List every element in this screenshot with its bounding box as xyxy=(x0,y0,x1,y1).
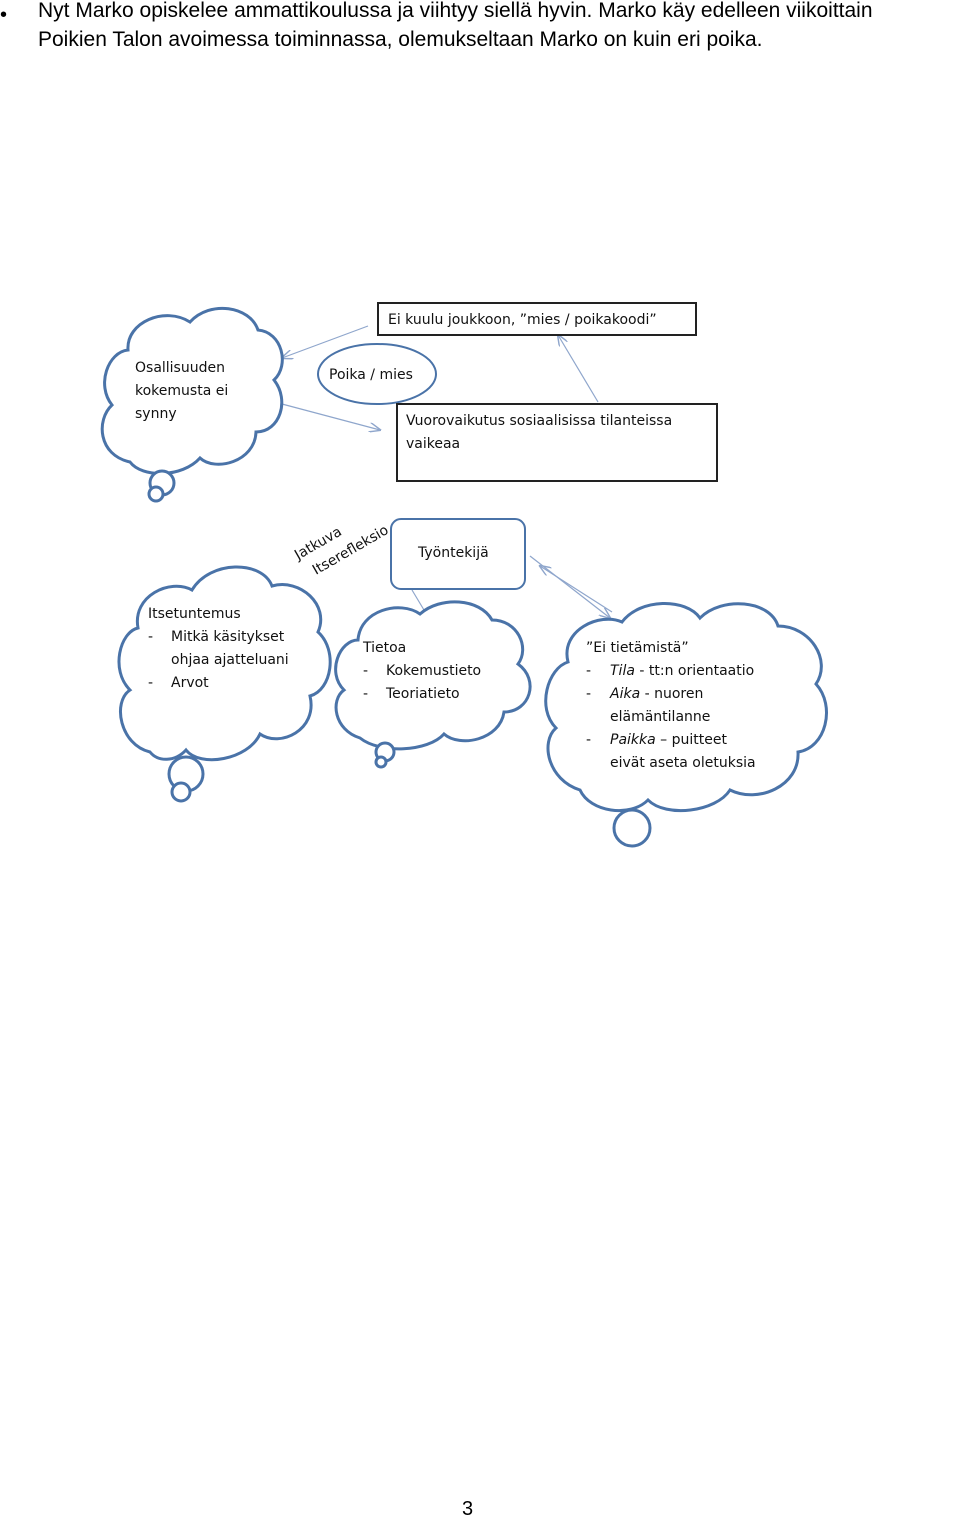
cloud-osallisuus: Osallisuuden kokemusta ei synny xyxy=(100,306,284,503)
tietoa-item-2: Teoriatieto xyxy=(385,686,460,702)
tietoa-dash-2: - xyxy=(363,686,368,702)
top-box xyxy=(377,302,697,336)
ei-tietamista-dash-2: - xyxy=(586,686,591,702)
ei-tietamista-item-3: Paikka – puitteet xyxy=(610,732,727,748)
arrow-vuorovaikutus-to-topbox xyxy=(558,335,599,403)
ei-tietamista-title: ”Ei tietämistä” xyxy=(586,640,689,656)
aika-rest: - nuoren xyxy=(640,686,703,702)
paikka-rest: – puitteet xyxy=(656,732,728,748)
arrow-eitietamista-to-tyontekija xyxy=(540,566,613,613)
arrow-osallisuus-to-vuorovaikutus xyxy=(281,403,380,430)
ei-tietamista-dash-1: - xyxy=(586,663,591,679)
arrows xyxy=(281,325,613,620)
poika-mies-text: Poika / mies xyxy=(329,367,413,383)
itsetuntemus-item-1b: ohjaa ajatteluani xyxy=(171,652,289,668)
tyontekija-text: Työntekijä xyxy=(417,545,489,561)
tietoa-title: Tietoa xyxy=(362,640,406,656)
itsetuntemus-dash-2: - xyxy=(148,675,153,691)
cloud-ei-tietamista: ”Ei tietämistä” - Tila - tt:n orientaati… xyxy=(544,602,828,848)
paikka-label: Paikka xyxy=(610,732,656,748)
top-box-text: Ei kuulu joukkoon, ”mies / poikakoodi” xyxy=(388,312,657,328)
osallisuus-line-3: synny xyxy=(135,406,177,422)
itsetuntemus-item-2: Arvot xyxy=(171,675,209,691)
tila-rest: - tt:n orientaatio xyxy=(635,663,754,679)
tietoa-dash-1: - xyxy=(363,663,368,679)
vuorovaikutus-line-2: vaikeaa xyxy=(406,436,460,452)
osallisuus-line-1: Osallisuuden xyxy=(135,360,225,376)
ei-tietamista-item-1: Tila - tt:n orientaatio xyxy=(610,663,754,679)
arrow-topbox-to-osallisuus xyxy=(282,325,369,358)
vuorovaikutus-box xyxy=(396,403,718,482)
itsetuntemus-dash-1: - xyxy=(148,629,153,645)
aika-label: Aika xyxy=(609,686,640,702)
ei-tietamista-item-2-cont: elämäntilanne xyxy=(610,709,710,725)
cloud-tietoa: Tietoa - Kokemustieto - Teoriatieto xyxy=(334,600,532,769)
jatkuva-label: Jatkuva Itserefleksio xyxy=(291,522,391,578)
arrow-tyontekija-to-eitietamista xyxy=(529,555,610,618)
osallisuus-line-2: kokemusta ei xyxy=(135,383,228,399)
ei-tietamista-item-3-cont: eivät aseta oletuksia xyxy=(610,755,756,771)
ei-tietamista-dash-3: - xyxy=(586,732,591,748)
tietoa-item-1: Kokemustieto xyxy=(386,663,481,679)
page-number: 3 xyxy=(462,1498,474,1520)
cloud-itsetuntemus: Itsetuntemus - Mitkä käsitykset ohjaa aj… xyxy=(117,565,332,803)
tila-label: Tila xyxy=(610,663,635,679)
tyontekija-box xyxy=(390,518,526,590)
itsetuntemus-title: Itsetuntemus xyxy=(148,606,241,622)
paragraph-line-1: Nyt Marko opiskelee ammattikoulussa ja v… xyxy=(38,0,873,22)
poika-mies-ellipse xyxy=(317,343,437,405)
paragraph-line-2: Poikien Talon avoimessa toiminnassa, ole… xyxy=(38,28,763,51)
itsetuntemus-item-1a: Mitkä käsitykset xyxy=(171,629,285,645)
vuorovaikutus-line-1: Vuorovaikutus sosiaalisissa tilanteissa xyxy=(406,413,672,429)
bullet-marker: • xyxy=(0,4,8,26)
ei-tietamista-item-2: Aika - nuoren xyxy=(609,686,703,702)
